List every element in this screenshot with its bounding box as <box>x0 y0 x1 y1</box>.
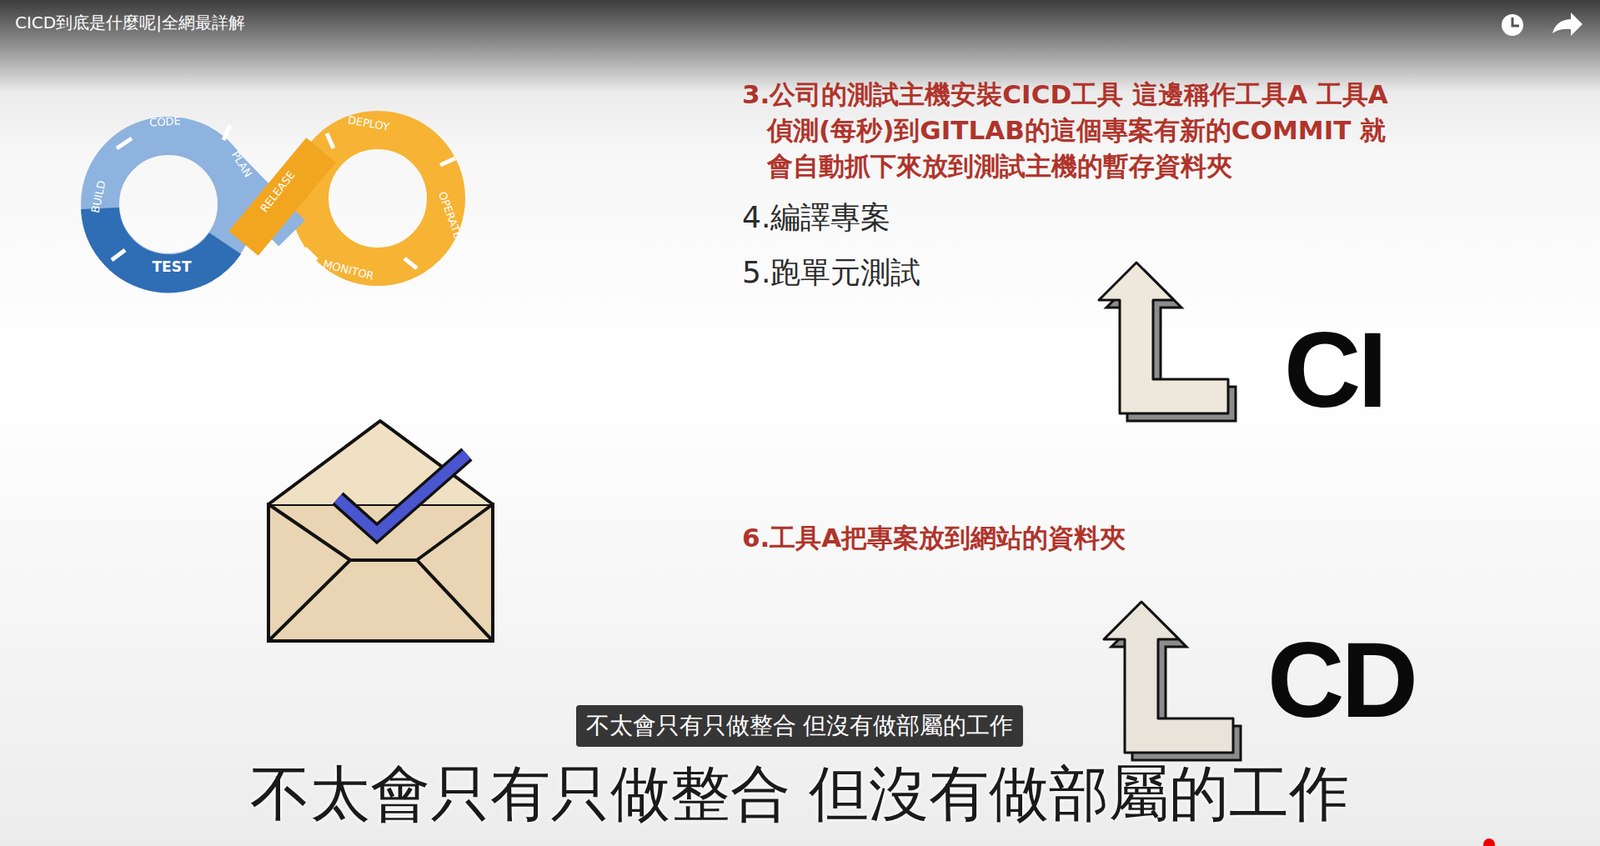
title-bar <box>0 0 1600 92</box>
ci-arrow <box>1098 262 1236 422</box>
stage-label: TEST <box>151 258 191 276</box>
share-icon <box>1552 12 1583 36</box>
devops-loop <box>100 125 456 274</box>
stage-heading: CI <box>1284 316 1385 424</box>
clock-icon <box>1501 14 1524 36</box>
video-title: CICD到底是什麼呢|全網最詳解 <box>15 11 246 35</box>
caption-box: 不太會只有只做整合 但沒有做部屬的工作 <box>576 705 1024 748</box>
subtitle-text: 不太會只有只做整合 但沒有做部屬的工作 <box>250 763 1350 824</box>
envelope-icon <box>268 421 493 642</box>
progress-dot <box>1483 838 1495 846</box>
step-text: 5.跑單元測試 <box>742 252 921 294</box>
caption-text: 不太會只有只做整合 但沒有做部屬的工作 <box>586 712 1014 741</box>
step-text: 6.工具A把專案放到網站的資料夾 <box>742 521 1126 557</box>
stage-label: CODE <box>149 114 182 130</box>
cd-arrow <box>1103 601 1241 761</box>
stage-heading: CD <box>1267 626 1415 734</box>
step-text: 3.公司的測試主機安裝CICD工具 這邊稱作工具A 工具A偵測(每秒)到GITL… <box>742 76 1401 185</box>
step-text: 4.編譯專案 <box>742 197 891 239</box>
